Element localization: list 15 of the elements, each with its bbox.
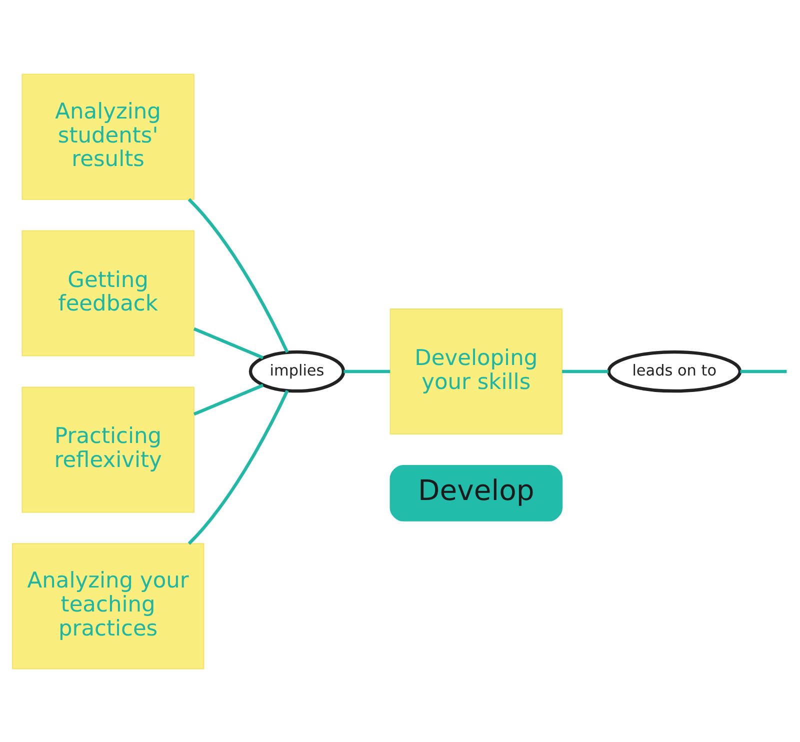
node-ellipse: implies — [248, 350, 346, 392]
node-ellipse: leads on to — [607, 350, 742, 392]
connector — [740, 369, 787, 373]
connector — [193, 326, 264, 359]
connector — [562, 369, 608, 373]
node-box: Getting feedback — [22, 230, 194, 356]
connector — [188, 198, 289, 353]
connector — [344, 369, 390, 373]
connector — [193, 383, 264, 416]
node-box: Practicing reflexivity — [22, 386, 194, 512]
node-box: Analyzing students' results — [22, 73, 194, 200]
node-box: Developing your skills — [390, 308, 563, 434]
connector — [188, 389, 289, 544]
node-box: Develop — [390, 464, 563, 521]
node-box: Analyzing your teaching practices — [12, 542, 204, 669]
